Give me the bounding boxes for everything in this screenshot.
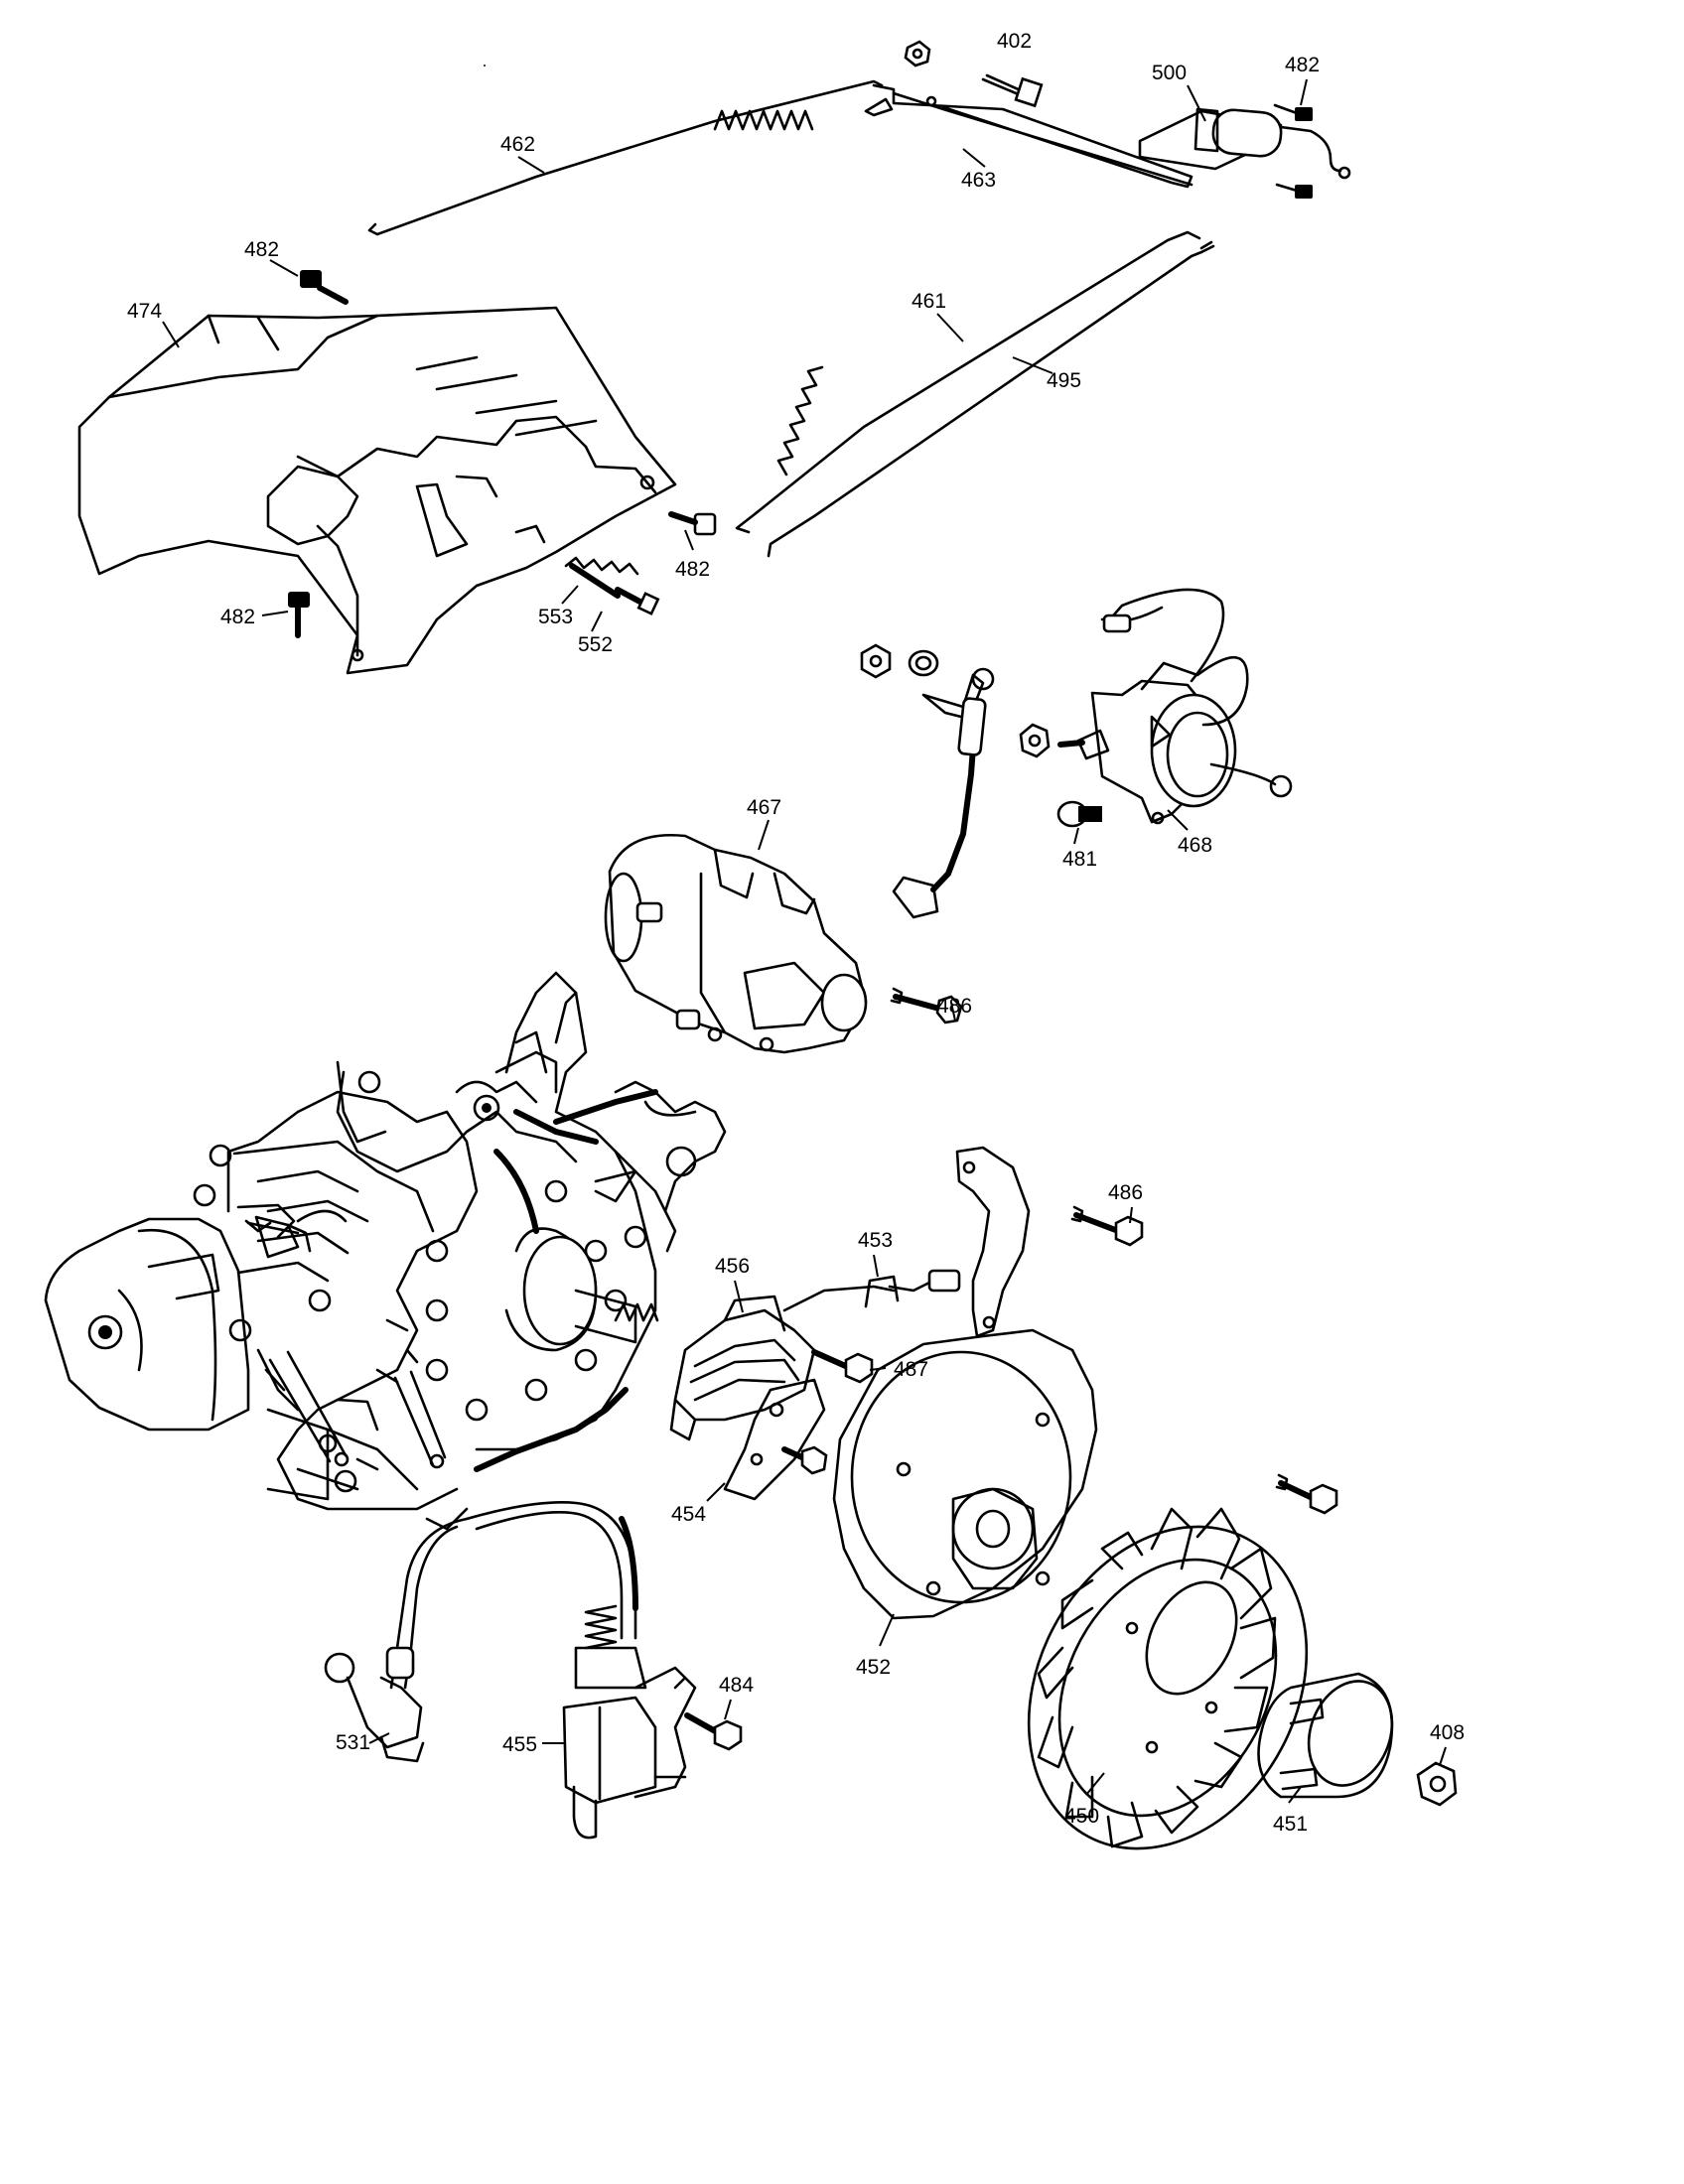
bolt-482-upper-left [300, 270, 349, 305]
callout-482-left: 482 [244, 238, 279, 261]
governor-lever-463 [864, 83, 1193, 189]
callout-451: 451 [1273, 1813, 1308, 1836]
callout-482-top: 482 [1285, 54, 1320, 76]
bolts-482-top-right [1273, 103, 1313, 199]
spark-plug-lead [389, 1501, 638, 1690]
callout-552: 552 [578, 633, 613, 656]
callout-531: 531 [336, 1731, 370, 1754]
callout-484: 484 [719, 1674, 754, 1697]
engine-block [44, 971, 727, 1531]
leader-lines [162, 78, 1447, 1804]
bolt-482-shroud-right [668, 511, 717, 536]
bolt-484 [684, 1712, 743, 1751]
bracket-454 [723, 1378, 828, 1501]
callout-474: 474 [127, 300, 162, 323]
throttle-rod-495 [767, 240, 1215, 558]
callout-402: 402 [997, 30, 1032, 53]
callout-467: 467 [747, 796, 781, 819]
callout-486-lower: 486 [1108, 1181, 1143, 1204]
solenoid-500 [1138, 107, 1351, 180]
callout-468: 468 [1178, 834, 1212, 857]
spring-553 [564, 556, 639, 599]
nut-top [904, 40, 931, 68]
callout-462: 462 [500, 133, 535, 156]
starter-cable [892, 667, 995, 919]
callout-452: 452 [856, 1656, 891, 1679]
bolt-482-lower-left [288, 592, 310, 638]
flywheel-cover-452 [832, 1328, 1098, 1620]
callout-487: 487 [894, 1358, 928, 1381]
ignition-coil-455 [562, 1604, 697, 1840]
callout-453: 453 [858, 1229, 893, 1252]
bolt-487 [811, 1349, 874, 1384]
callout-labels: 402 462 500 482 463 482 474 461 495 482 … [127, 30, 1465, 1836]
shield-bracket [955, 1146, 1031, 1338]
nut-washer-cable [860, 643, 939, 679]
callout-456: 456 [715, 1255, 750, 1278]
bolt-486-right [1070, 1205, 1144, 1247]
bolt-flywheel [1275, 1473, 1338, 1515]
callout-486-upper: 486 [937, 995, 972, 1018]
bolt-402 [981, 73, 1044, 108]
callout-463: 463 [961, 169, 996, 192]
callout-455: 455 [502, 1733, 537, 1756]
governor-rod-461 [735, 230, 1201, 534]
callout-495: 495 [1047, 369, 1081, 392]
fan-450 [1027, 1507, 1309, 1850]
governor-spring-462 [367, 79, 884, 236]
callout-553: 553 [538, 606, 573, 628]
stray-dot [484, 65, 486, 67]
callout-500: 500 [1152, 62, 1187, 84]
cup-451 [1257, 1672, 1394, 1799]
starter-motor-467 [604, 833, 868, 1054]
screw-552 [615, 587, 660, 615]
callout-408: 408 [1430, 1721, 1465, 1744]
callout-450: 450 [1064, 1805, 1099, 1828]
callout-454: 454 [671, 1503, 706, 1526]
nut-408 [1416, 1761, 1458, 1807]
starter-solenoid-468 [1019, 588, 1293, 825]
callout-481: 481 [1062, 848, 1097, 871]
callout-461: 461 [912, 290, 946, 313]
spark-plug-boot-531 [324, 1646, 425, 1763]
armature-456 [669, 1295, 816, 1441]
blower-shroud-474 [77, 306, 677, 675]
callout-482-shroud: 482 [675, 558, 710, 581]
kill-wire-453 [782, 1269, 961, 1312]
bolt-481 [1056, 800, 1102, 828]
callout-482-bottom: 482 [220, 606, 255, 628]
